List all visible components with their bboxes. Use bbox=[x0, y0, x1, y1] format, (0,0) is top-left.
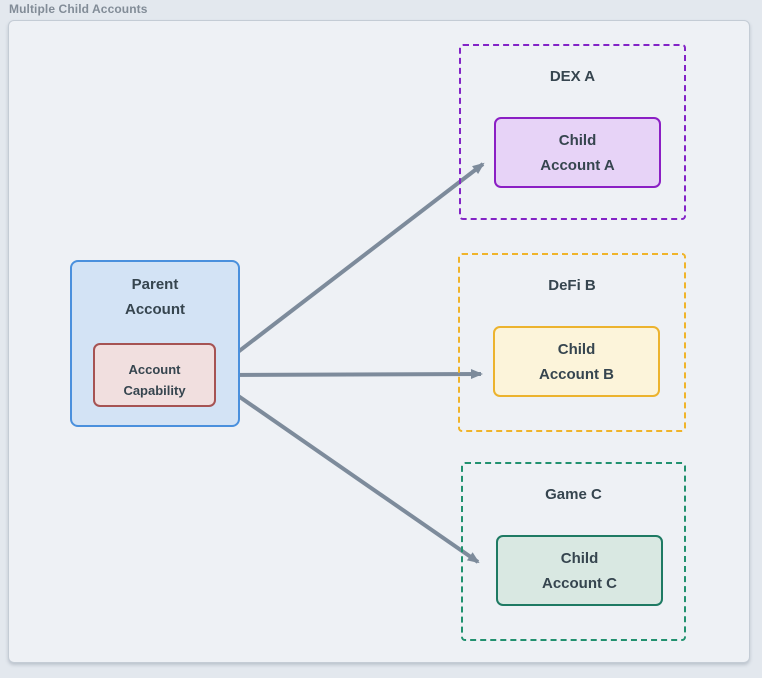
parent-account-node: Parent Account Account Capability bbox=[70, 260, 240, 427]
arrow-parent-to-child-b bbox=[221, 369, 483, 380]
account-capability-node: Account Capability bbox=[93, 343, 216, 407]
arrow-parent-to-child-a bbox=[219, 162, 485, 367]
diagram-canvas: Parent Account Account Capability DEX A … bbox=[8, 20, 750, 663]
group-game-c: Game C Child Account C bbox=[461, 462, 686, 641]
child-account-b-node: Child Account B bbox=[493, 326, 660, 397]
account-capability-label: Account Capability bbox=[123, 362, 186, 398]
group-defi-b-label: DeFi B bbox=[548, 277, 596, 294]
child-account-c-label: Child Account C bbox=[542, 549, 617, 592]
parent-account-label: Parent Account bbox=[125, 276, 185, 318]
child-account-c-node: Child Account C bbox=[496, 535, 663, 606]
group-defi-b: DeFi B Child Account B bbox=[458, 253, 686, 432]
child-account-a-node: Child Account A bbox=[494, 117, 661, 188]
group-dex-a-label: DEX A bbox=[549, 68, 596, 85]
child-account-b-label: Child Account B bbox=[539, 340, 614, 383]
group-game-c-label: Game C bbox=[545, 486, 602, 503]
arrow-parent-to-child-c bbox=[219, 382, 480, 564]
diagram-title: Multiple Child Accounts bbox=[9, 2, 148, 16]
child-account-a-label: Child Account A bbox=[540, 131, 615, 174]
group-dex-a: DEX A Child Account A bbox=[459, 44, 686, 220]
